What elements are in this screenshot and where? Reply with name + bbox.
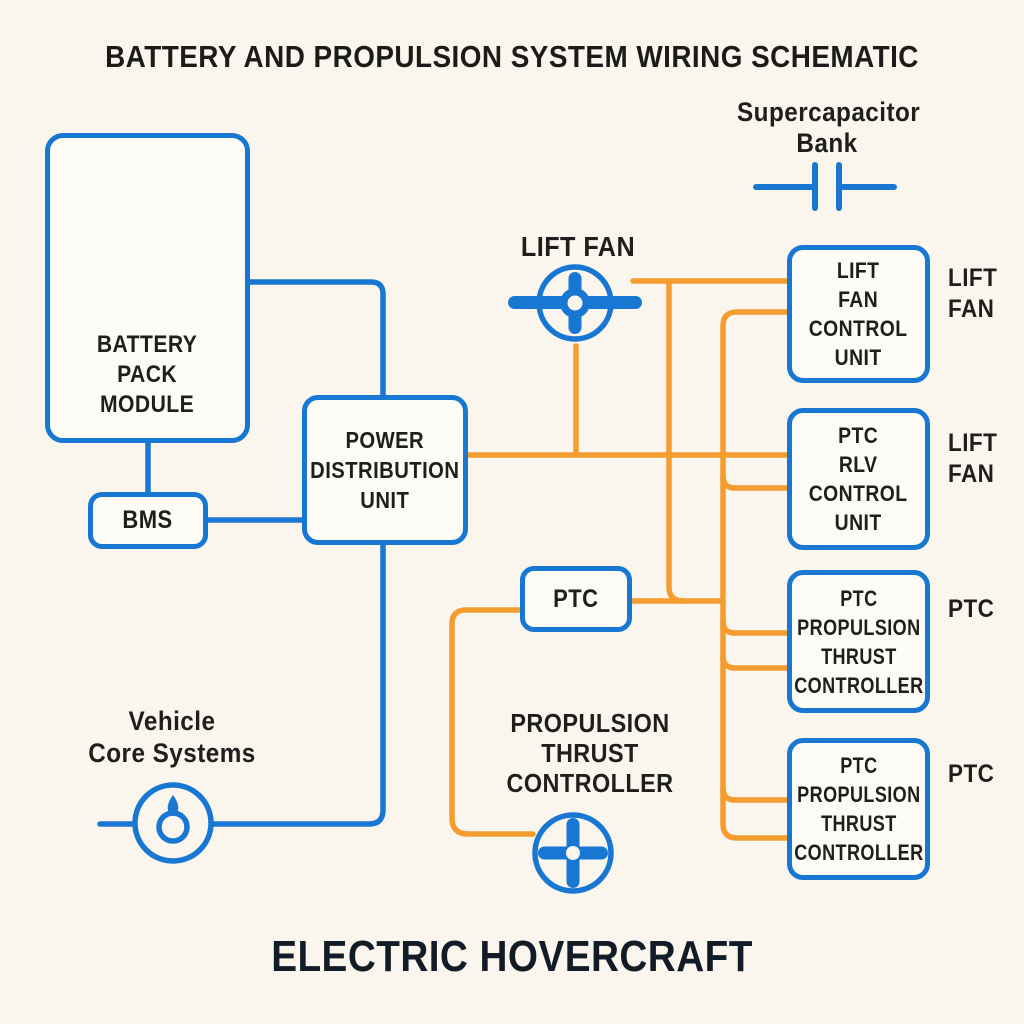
wire-branch-488: [720, 473, 790, 491]
wire-trunk-a: [666, 278, 686, 604]
ptc-propulsion-thrust-controller-box-2: PTC PROPULSION THRUST CONTROLLER: [787, 738, 930, 880]
lift-fan-title: LIFT FAN: [520, 231, 636, 262]
ptc-label: PTC: [553, 584, 599, 613]
page-title: BATTERY AND PROPULSION SYSTEM WIRING SCH…: [105, 39, 919, 74]
wire-branch-668: [720, 653, 790, 671]
ptc-propulsion-thrust-controller-label-1: PTC PROPULSION THRUST CONTROLLER: [793, 585, 924, 698]
wire-branch-800: [720, 785, 790, 803]
ptc-rlv-control-unit-label: PTC RLV CONTROL UNIT: [809, 423, 908, 535]
wire-branch-633: [720, 618, 790, 636]
footer-title: ELECTRIC HOVERCRAFT: [271, 932, 753, 981]
propulsion-fan-icon: [532, 812, 614, 894]
bms-label: BMS: [122, 506, 174, 534]
supercapacitor-symbol-icon: [753, 162, 897, 211]
lift-fan-control-unit-label: LIFT FAN CONTROL UNIT: [809, 258, 908, 370]
pdu-label: POWER DISTRIBUTION UNIT: [310, 427, 460, 513]
ptc-box: PTC: [520, 566, 632, 632]
wire-trunk-b: [720, 309, 790, 841]
power-distribution-unit-box: POWER DISTRIBUTION UNIT: [302, 395, 468, 545]
side-label-ptc-1: PTC: [948, 595, 995, 623]
lift-fan-control-unit-box: LIFT FAN CONTROL UNIT: [787, 245, 930, 383]
supercapacitor-title: Supercapacitor Bank: [737, 97, 921, 158]
propulsion-thrust-controller-title: PROPULSION THRUST CONTROLLER: [506, 708, 674, 798]
battery-label: BATTERY PACK MODULE: [97, 331, 198, 418]
side-label-lift-fan-1: LIFT FAN: [948, 264, 998, 323]
vehicle-core-systems-title: Vehicle Core Systems: [88, 706, 256, 768]
lift-fan-icon: [508, 264, 642, 342]
battery-pack-module-box: BATTERY PACK MODULE: [45, 133, 250, 443]
side-label-lift-fan-2: LIFT FAN: [948, 429, 998, 488]
ptc-propulsion-thrust-controller-box-1: PTC PROPULSION THRUST CONTROLLER: [787, 570, 930, 713]
wire-pdu-to-vehicle-core: [97, 542, 386, 827]
side-label-ptc-2: PTC: [948, 760, 995, 788]
ptc-propulsion-thrust-controller-label-2: PTC PROPULSION THRUST CONTROLLER: [793, 753, 924, 865]
wire-ptc-to-propulsion-fan: [449, 607, 536, 837]
ptc-rlv-control-unit-box: PTC RLV CONTROL UNIT: [787, 408, 930, 550]
wire-battery-to-pdu: [247, 279, 386, 398]
bms-box: BMS: [88, 492, 208, 549]
vehicle-core-systems-icon: [132, 782, 214, 864]
